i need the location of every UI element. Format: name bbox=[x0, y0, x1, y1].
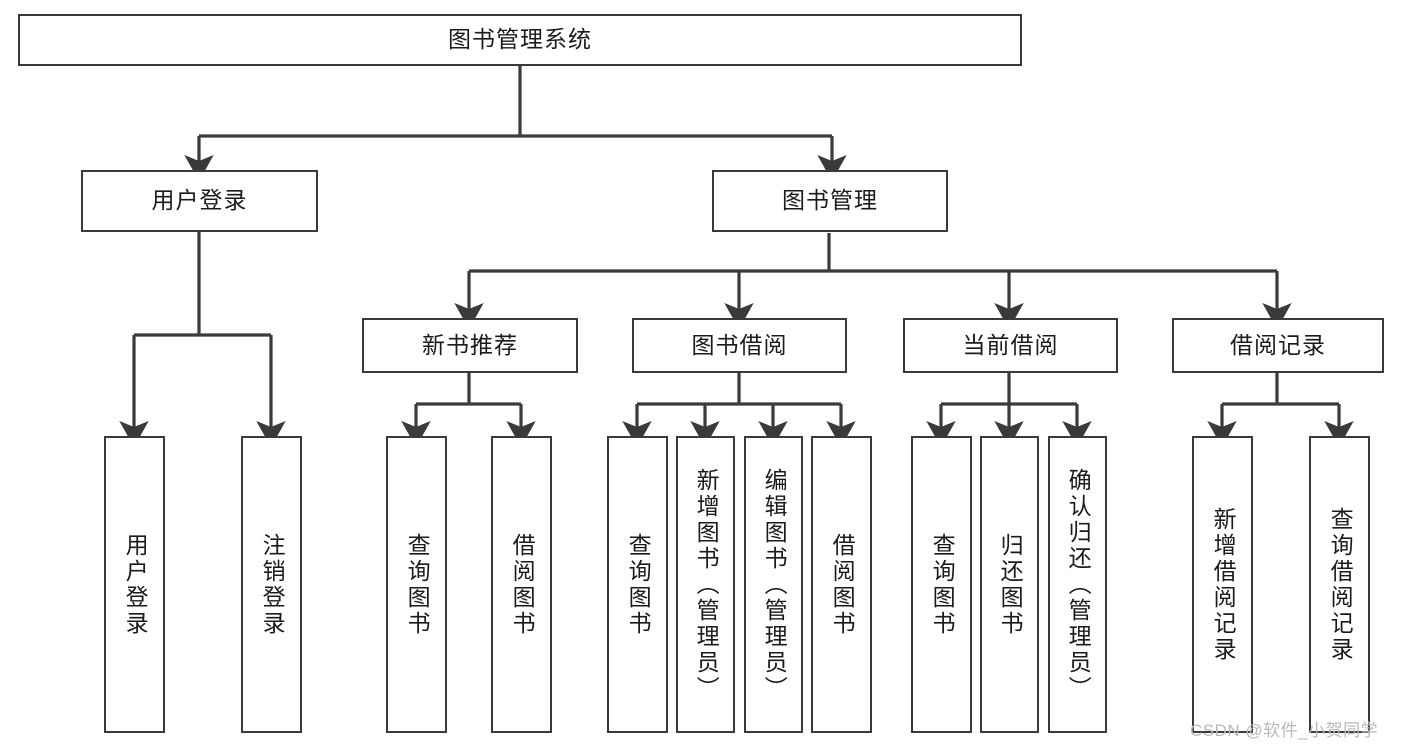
node-label: 借阅图书 bbox=[829, 532, 856, 637]
node-book-borrow[interactable]: 图书借阅 bbox=[632, 318, 847, 373]
node-label: 借阅记录 bbox=[1230, 331, 1326, 358]
node-label: 用户登录 bbox=[122, 532, 149, 637]
node-label: 查询图书 bbox=[404, 532, 431, 637]
leaf-borrow-book[interactable]: 借阅图书 bbox=[811, 436, 872, 733]
leaf-return-book[interactable]: 归还图书 bbox=[980, 436, 1039, 733]
leaf-query-book-borrow[interactable]: 查询图书 bbox=[607, 436, 668, 733]
node-user-login[interactable]: 用户登录 bbox=[81, 170, 318, 232]
node-label: 当前借阅 bbox=[962, 331, 1059, 358]
node-book-management[interactable]: 图书管理 bbox=[712, 170, 948, 232]
node-root-system[interactable]: 图书管理系统 bbox=[18, 14, 1022, 66]
leaf-query-book-current[interactable]: 查询图书 bbox=[911, 436, 972, 733]
leaf-borrow-book-recommend[interactable]: 借阅图书 bbox=[491, 436, 552, 733]
node-label: 查询图书 bbox=[929, 532, 956, 637]
leaf-edit-book-admin[interactable]: 编辑图书（管理员） bbox=[744, 436, 803, 733]
node-label: 编辑图书（管理员） bbox=[761, 467, 788, 702]
leaf-query-borrow-record[interactable]: 查询借阅记录 bbox=[1309, 436, 1370, 733]
leaf-confirm-return-admin[interactable]: 确认归还（管理员） bbox=[1048, 436, 1107, 733]
node-label: 图书借阅 bbox=[691, 331, 788, 358]
node-label: 图书管理 bbox=[782, 187, 878, 214]
node-label: 确认归还（管理员） bbox=[1065, 467, 1092, 702]
node-label: 图书管理系统 bbox=[448, 26, 592, 53]
node-label: 注销登录 bbox=[259, 532, 286, 637]
node-label: 借阅图书 bbox=[509, 532, 536, 637]
node-borrow-record[interactable]: 借阅记录 bbox=[1172, 318, 1384, 373]
leaf-user-login[interactable]: 用户登录 bbox=[104, 436, 165, 733]
leaf-add-book-admin[interactable]: 新增图书（管理员） bbox=[676, 436, 735, 733]
leaf-logout[interactable]: 注销登录 bbox=[241, 436, 302, 733]
node-label: 查询借阅记录 bbox=[1327, 506, 1354, 663]
node-label: 新增借阅记录 bbox=[1210, 506, 1237, 663]
node-label: 用户登录 bbox=[151, 187, 248, 214]
node-current-borrow[interactable]: 当前借阅 bbox=[903, 318, 1118, 373]
node-new-book-recommend[interactable]: 新书推荐 bbox=[362, 318, 578, 373]
leaf-add-borrow-record[interactable]: 新增借阅记录 bbox=[1192, 436, 1253, 733]
node-label: 归还图书 bbox=[997, 532, 1024, 637]
node-label: 新书推荐 bbox=[422, 331, 518, 358]
leaf-query-book-recommend[interactable]: 查询图书 bbox=[386, 436, 447, 733]
node-label: 查询图书 bbox=[625, 532, 652, 637]
node-label: 新增图书（管理员） bbox=[693, 467, 720, 702]
